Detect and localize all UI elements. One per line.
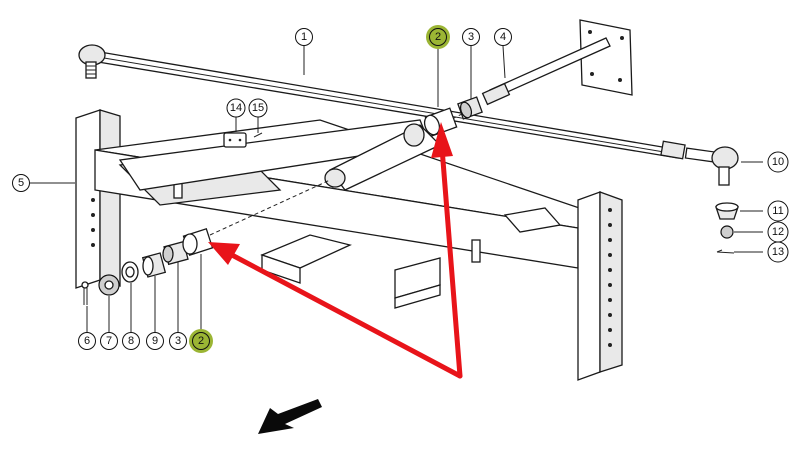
callout-label: 10: [772, 156, 784, 168]
pivot-pin-bracket: [481, 19, 633, 106]
callout-3-upper[interactable]: 3: [462, 28, 480, 46]
red-arrowhead-lower: [208, 242, 240, 265]
callout-label: 7: [106, 335, 112, 347]
callout-label: 6: [84, 335, 90, 347]
direction-of-travel-arrow: [258, 399, 322, 434]
callout-8[interactable]: 8: [122, 332, 140, 350]
callout-7[interactable]: 7: [100, 332, 118, 350]
callout-13[interactable]: 13: [767, 241, 789, 263]
callout-label: 15: [252, 102, 264, 114]
callout-label: 13: [772, 246, 784, 258]
callout-3-lower[interactable]: 3: [169, 332, 187, 350]
callout-9[interactable]: 9: [146, 332, 164, 350]
callout-label: 8: [128, 335, 134, 347]
callout-label: 2: [198, 335, 204, 347]
upper-bushings: [423, 96, 483, 137]
callout-10[interactable]: 10: [767, 151, 789, 173]
red-arrow-lower: [229, 252, 463, 379]
leader-lines: [30, 45, 763, 333]
callout-4[interactable]: 4: [494, 28, 512, 46]
callout-2-lower[interactable]: 2: [189, 329, 213, 353]
callout-label: 3: [175, 335, 181, 347]
callout-11[interactable]: 11: [767, 200, 789, 222]
callout-label: 2: [435, 31, 441, 43]
callout-label: 12: [772, 226, 784, 238]
callout-15[interactable]: 15: [248, 98, 268, 118]
callout-label: 4: [500, 31, 506, 43]
callout-5[interactable]: 5: [12, 174, 30, 192]
red-arrow-upper: [439, 145, 463, 379]
callout-6[interactable]: 6: [78, 332, 96, 350]
callout-1[interactable]: 1: [295, 28, 313, 46]
callout-label: 3: [468, 31, 474, 43]
callout-label: 9: [152, 335, 158, 347]
lower-hardware: [81, 227, 214, 305]
callout-label: 5: [18, 177, 24, 189]
red-annotation-arrows: [208, 122, 463, 379]
tie-rod: [78, 44, 686, 160]
callout-14[interactable]: 14: [226, 98, 246, 118]
callout-12[interactable]: 12: [767, 221, 789, 243]
callout-2-upper[interactable]: 2: [426, 25, 450, 49]
callout-label: 1: [301, 31, 307, 43]
right-ball-joint: [223, 132, 739, 254]
callout-label: 14: [230, 102, 242, 114]
pivot-arm: [118, 109, 471, 236]
callout-label: 11: [772, 205, 783, 217]
red-arrowhead-upper: [431, 122, 453, 158]
